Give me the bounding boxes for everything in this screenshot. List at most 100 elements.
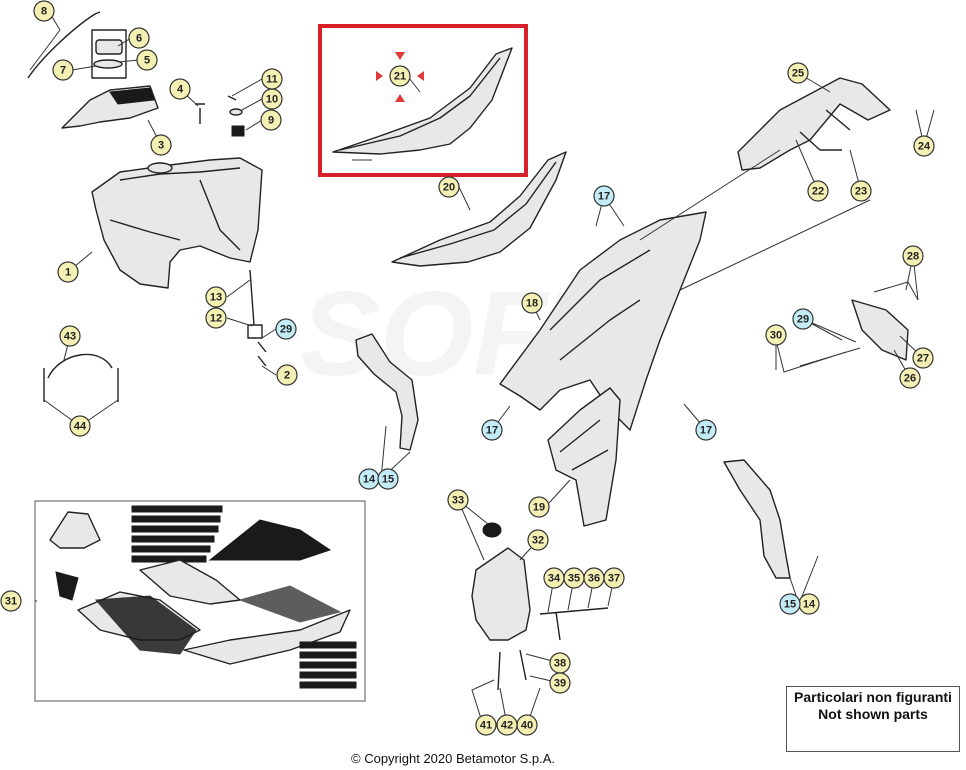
callout-44[interactable]: 44 xyxy=(69,415,91,437)
callout-label: 17 xyxy=(700,425,712,437)
callout-35[interactable]: 35 xyxy=(563,567,585,589)
callout-36[interactable]: 36 xyxy=(583,567,605,589)
callout-20[interactable]: 20 xyxy=(438,176,460,198)
callout-6[interactable]: 6 xyxy=(128,27,150,49)
part-21-seat[interactable] xyxy=(332,47,513,155)
not-shown-parts-note: Particolari non figuranti Not shown part… xyxy=(786,686,960,752)
part-14-guard-right[interactable] xyxy=(723,459,791,579)
callout-8[interactable]: 8 xyxy=(33,0,55,22)
callout-label: 29 xyxy=(797,314,809,326)
callout-7[interactable]: 7 xyxy=(52,59,74,81)
callout-label: 10 xyxy=(266,94,278,106)
part-20-seat[interactable] xyxy=(391,151,567,267)
callout-10[interactable]: 10 xyxy=(261,88,283,110)
part-19-side-piece[interactable] xyxy=(547,387,621,527)
callout-29[interactable]: 29 xyxy=(792,308,814,330)
callout-9[interactable]: 9 xyxy=(260,109,282,131)
callout-14[interactable]: 14 xyxy=(358,468,380,490)
callout-label: 11 xyxy=(266,74,278,86)
callout-31[interactable]: 31 xyxy=(0,590,22,612)
callout-label: 42 xyxy=(501,720,513,732)
callout-label: 17 xyxy=(598,191,610,203)
callout-12[interactable]: 12 xyxy=(205,307,227,329)
callout-5[interactable]: 5 xyxy=(136,49,158,71)
callout-11[interactable]: 11 xyxy=(261,68,283,90)
callout-circle xyxy=(695,419,717,441)
part-18-side-panel[interactable] xyxy=(499,211,707,431)
callout-15[interactable]: 15 xyxy=(779,593,801,615)
callout-label: 26 xyxy=(904,373,916,385)
callout-label: 2 xyxy=(284,370,290,382)
part-1-tank-detail xyxy=(109,167,241,251)
callout-circle xyxy=(527,529,549,551)
callout-19[interactable]: 19 xyxy=(528,496,550,518)
callout-23[interactable]: 23 xyxy=(850,180,872,202)
callout-38[interactable]: 38 xyxy=(549,652,571,674)
callout-circle xyxy=(377,468,399,490)
callout-circle xyxy=(475,714,497,736)
callout-3[interactable]: 3 xyxy=(150,134,172,156)
frame-guide-line xyxy=(639,149,781,241)
callout-15[interactable]: 15 xyxy=(377,468,399,490)
callout-33[interactable]: 33 xyxy=(447,489,469,511)
frame-guide-line-2 xyxy=(679,199,871,291)
callout-4[interactable]: 4 xyxy=(169,78,191,100)
callout-circle xyxy=(205,307,227,329)
callout-circle xyxy=(902,245,924,267)
callout-circle xyxy=(850,180,872,202)
callout-circle xyxy=(593,185,615,207)
callout-30[interactable]: 30 xyxy=(765,324,787,346)
callout-label: 38 xyxy=(554,658,566,670)
callout-39[interactable]: 39 xyxy=(549,672,571,694)
callout-14[interactable]: 14 xyxy=(798,593,820,615)
callout-27[interactable]: 27 xyxy=(912,347,934,369)
callout-22[interactable]: 22 xyxy=(807,180,829,202)
copyright-label: © Copyright 2020 Betamotor S.p.A. xyxy=(351,751,555,766)
callout-circle xyxy=(128,27,150,49)
callout-24[interactable]: 24 xyxy=(913,135,935,157)
callout-label: 33 xyxy=(452,495,464,507)
callout-label: 15 xyxy=(784,599,796,611)
callout-circle xyxy=(496,714,518,736)
callout-circle xyxy=(136,49,158,71)
callout-25[interactable]: 25 xyxy=(787,62,809,84)
part-32-bracket[interactable] xyxy=(471,547,531,641)
callout-circle xyxy=(276,364,298,386)
callout-label: 18 xyxy=(526,298,538,310)
callout-circle xyxy=(807,180,829,202)
callout-label: 36 xyxy=(588,573,600,585)
callout-40[interactable]: 40 xyxy=(516,714,538,736)
callout-circle xyxy=(33,0,55,22)
part-14-guard-left[interactable] xyxy=(355,333,419,451)
callout-29[interactable]: 29 xyxy=(275,318,297,340)
callout-28[interactable]: 28 xyxy=(902,245,924,267)
callout-17[interactable]: 17 xyxy=(695,419,717,441)
part-25-rear-frame[interactable] xyxy=(737,77,891,171)
callout-circle xyxy=(169,78,191,100)
callout-label: 37 xyxy=(608,573,620,585)
note-line-1: Particolari non figuranti xyxy=(794,689,952,705)
callout-21[interactable]: 21 xyxy=(389,65,411,87)
part-31-stickers xyxy=(49,505,357,689)
part-33-nut xyxy=(482,522,502,538)
callout-37[interactable]: 37 xyxy=(603,567,625,589)
callout-label: 21 xyxy=(394,71,406,83)
callout-43[interactable]: 43 xyxy=(59,325,81,347)
callout-1[interactable]: 1 xyxy=(57,261,79,283)
part-2-screws xyxy=(257,341,267,367)
callout-label: 13 xyxy=(210,292,222,304)
callout-label: 4 xyxy=(177,84,184,96)
callout-42[interactable]: 42 xyxy=(496,714,518,736)
part-4-bolt xyxy=(195,103,205,124)
callout-34[interactable]: 34 xyxy=(543,567,565,589)
callout-2[interactable]: 2 xyxy=(276,364,298,386)
callout-18[interactable]: 18 xyxy=(521,292,543,314)
callout-17[interactable]: 17 xyxy=(481,419,503,441)
callout-41[interactable]: 41 xyxy=(475,714,497,736)
callout-26[interactable]: 26 xyxy=(899,367,921,389)
callout-17[interactable]: 17 xyxy=(593,185,615,207)
callout-13[interactable]: 13 xyxy=(205,286,227,308)
callout-32[interactable]: 32 xyxy=(527,529,549,551)
